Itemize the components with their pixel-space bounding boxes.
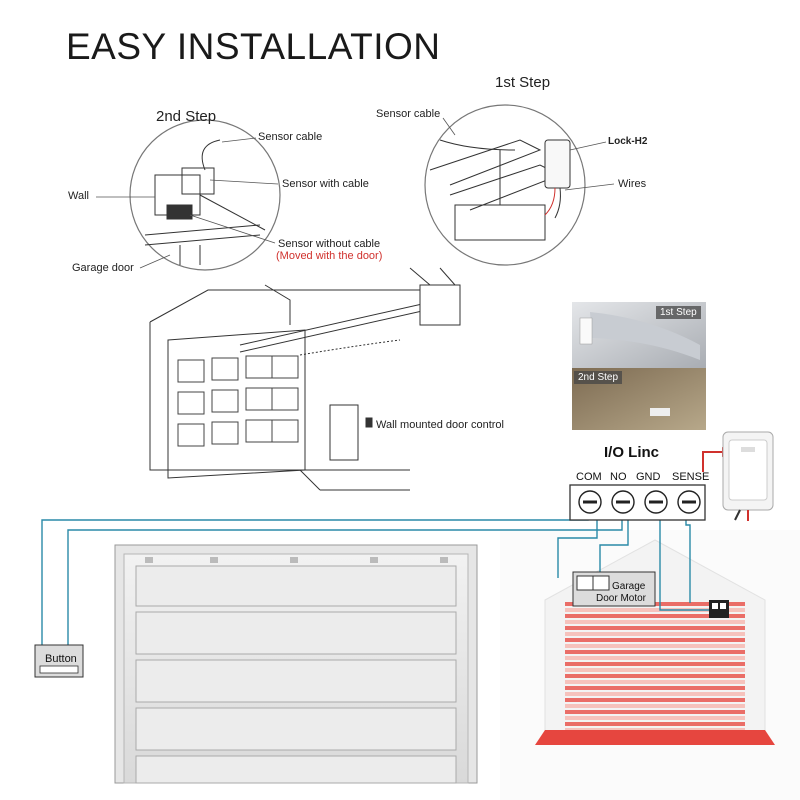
terminal-label-gnd: GND bbox=[636, 471, 661, 483]
door-stripe bbox=[565, 638, 745, 642]
io-linc-title: I/O Linc bbox=[604, 444, 660, 461]
door-stripe bbox=[565, 692, 745, 696]
door-stripe bbox=[565, 686, 745, 690]
garage-motor-box bbox=[572, 571, 656, 607]
terminal-label-no: NO bbox=[610, 471, 627, 483]
step1-title: 1st Step bbox=[495, 74, 551, 91]
wall-control-label: Wall mounted door control bbox=[376, 419, 504, 431]
motor-label-line2: Door Motor bbox=[596, 593, 647, 604]
terminal-label-com: COM bbox=[576, 471, 602, 483]
door-stripe bbox=[565, 632, 745, 636]
step2-sensor-cable-label: Sensor cable bbox=[258, 131, 323, 143]
door-stripe bbox=[565, 716, 745, 720]
step-photos bbox=[572, 302, 706, 430]
sensor-without-cable-label: Sensor without cable bbox=[278, 238, 381, 250]
door-stripe bbox=[565, 674, 745, 678]
step1-detail-circle bbox=[424, 104, 615, 266]
sensor-with-cable-label: Sensor with cable bbox=[282, 178, 369, 190]
motor-label-line1: Garage bbox=[612, 581, 646, 592]
step2-detail-circle bbox=[96, 119, 281, 271]
page-title: EASY INSTALLATION bbox=[66, 26, 441, 67]
step2-title: 2nd Step bbox=[156, 108, 217, 125]
garage-line-drawing bbox=[149, 267, 461, 491]
door-stripe bbox=[565, 620, 745, 624]
io-linc-device bbox=[722, 431, 774, 521]
door-stripe bbox=[565, 704, 745, 708]
door-stripe bbox=[565, 608, 745, 612]
door-stripe bbox=[565, 668, 745, 672]
photo2-label: 2nd Step bbox=[574, 371, 623, 384]
door-sensor bbox=[709, 600, 729, 618]
wires-label: Wires bbox=[618, 178, 647, 190]
moved-with-door-label: (Moved with the door) bbox=[276, 250, 383, 262]
door-stripe bbox=[565, 722, 745, 726]
gray-garage-door bbox=[114, 544, 478, 784]
terminal-block bbox=[569, 484, 706, 521]
terminal-label-sense: SENSE bbox=[672, 471, 710, 483]
step1-sensor-cable-label: Sensor cable bbox=[376, 108, 441, 120]
wall-label: Wall bbox=[68, 190, 89, 202]
button-box bbox=[34, 644, 84, 678]
door-stripe bbox=[565, 614, 745, 618]
lock-label: Lock-H2 bbox=[608, 136, 648, 147]
door-stripe bbox=[565, 710, 745, 714]
door-stripe bbox=[565, 698, 745, 702]
button-label: Button bbox=[45, 653, 77, 665]
door-stripe bbox=[565, 656, 745, 660]
red-house-door bbox=[500, 530, 800, 800]
photo1-label: 1st Step bbox=[656, 306, 701, 319]
garage-door-label: Garage door bbox=[72, 262, 134, 274]
door-stripe bbox=[565, 662, 745, 666]
door-stripe bbox=[565, 644, 745, 648]
door-stripe bbox=[565, 680, 745, 684]
door-stripe bbox=[565, 650, 745, 654]
door-stripe bbox=[565, 626, 745, 630]
